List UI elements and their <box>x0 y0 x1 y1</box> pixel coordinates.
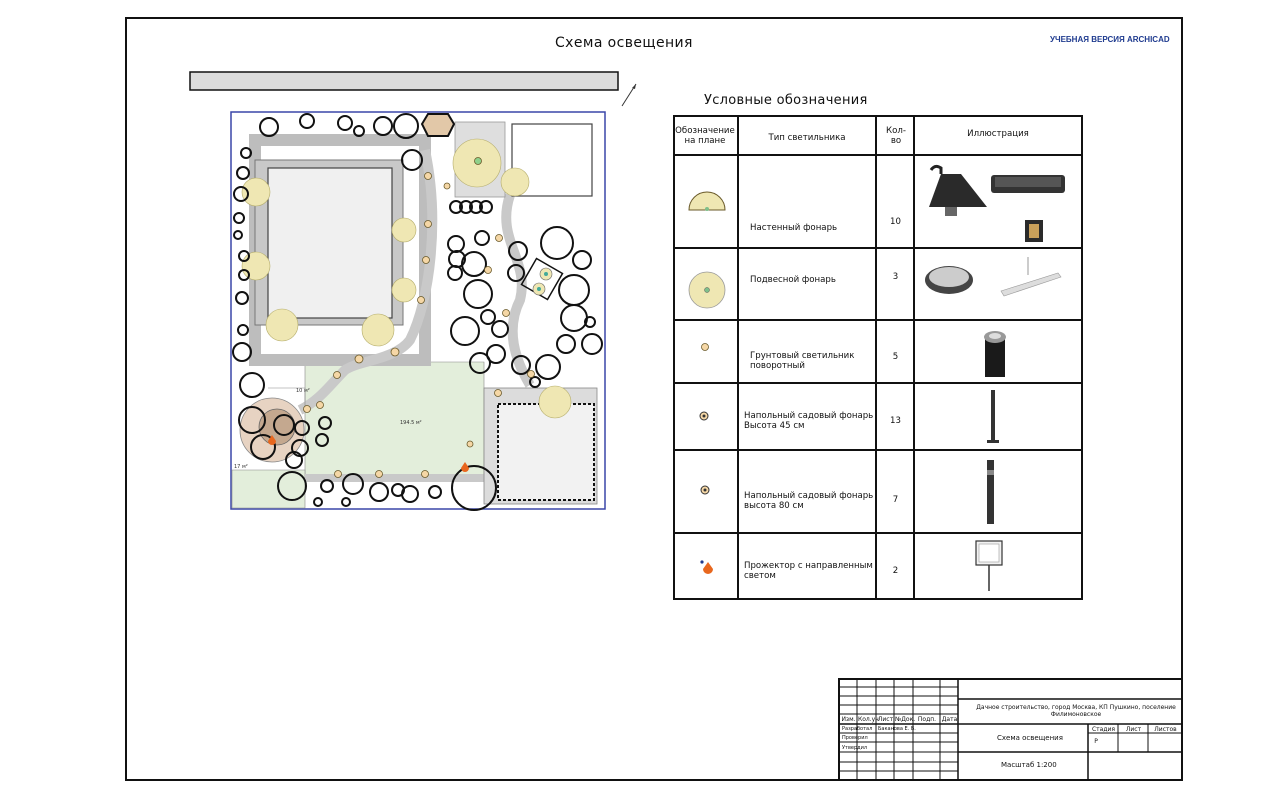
ground-light-illustration <box>984 331 1006 377</box>
legend-count-1: 3 <box>892 272 899 282</box>
bathhouse <box>497 403 595 501</box>
tb-col-3: №Док. <box>895 716 916 723</box>
area-small-label: 10 м² <box>296 388 310 394</box>
tb-col-4: Подп. <box>917 716 937 723</box>
ground-light-icon <box>701 343 709 351</box>
watermark: УЧЕБНАЯ ВЕРСИЯ ARCHICAD <box>1050 35 1170 44</box>
entrance-gate <box>420 113 456 137</box>
tb-col-1: Кол.уч <box>858 716 879 723</box>
legend-header-count: Кол-во <box>886 126 906 146</box>
flower-bed <box>520 257 564 301</box>
path-east <box>501 193 535 388</box>
legend-title: Условные обозначения <box>704 93 868 108</box>
legend-header-type: Тип светильника <box>768 133 846 143</box>
area-corner-label: 17 м² <box>234 464 248 470</box>
bollard-45-illustration <box>987 390 999 443</box>
legend-type-5: Прожектор с направленным светом <box>744 561 873 581</box>
legend-header-illustration: Иллюстрация <box>967 129 1029 139</box>
legend-type-2: Грунтовый светильник поворотный <box>750 351 855 371</box>
pendant-lamp-glows <box>241 138 572 419</box>
title-block: Изм. Кол.уч Лист №Док. Подп. Дата Разраб… <box>838 678 1183 781</box>
legend-count-5: 2 <box>892 566 899 576</box>
bollard-80-illustration <box>987 460 994 524</box>
wall-lamp-icon <box>688 191 726 211</box>
legend-count-2: 5 <box>892 352 899 362</box>
sheet-title: Схема освещения <box>555 35 693 51</box>
tb-col-0: Изм. <box>841 716 856 723</box>
legend-type-1: Подвесной фонарь <box>750 275 836 285</box>
tb-role-1: Проверил <box>842 735 868 741</box>
area-main-label: 194.5 м² <box>400 420 422 426</box>
plan-lamps <box>303 157 535 478</box>
path-west <box>297 148 438 415</box>
tb-scale: Масштаб 1:200 <box>1001 761 1057 769</box>
pendant-lamp-illustration <box>925 257 1062 297</box>
tb-col-2: Лист <box>877 716 894 723</box>
legend-type-4: Напольный садовый фонарь высота 80 см <box>744 491 874 511</box>
trees <box>232 113 603 511</box>
tb-role-2: Утвердил <box>842 745 868 751</box>
tb-project: Дачное строительство, город Москва, КП П… <box>976 704 1176 718</box>
tb-sheets-label: Листов <box>1154 726 1177 733</box>
legend-type-3: Напольный садовый фонарь Высота 45 см <box>744 411 874 431</box>
legend-header-symbol: Обозначение на плане <box>675 126 735 146</box>
house <box>267 167 393 319</box>
legend-type-0: Настенный фонарь <box>750 223 838 233</box>
legend-count-3: 13 <box>890 416 901 426</box>
lawn-corner <box>231 469 306 509</box>
tb-author: Баканова Е. В. <box>878 726 916 732</box>
tb-col-5: Дата <box>941 716 958 723</box>
tb-role-0: Разработал <box>842 726 873 732</box>
tb-sheet-label: Лист <box>1125 726 1142 733</box>
tb-drawing: Схема освещения <box>997 734 1063 742</box>
scale-bar <box>189 71 619 91</box>
floodlight-illustration <box>975 540 1003 591</box>
tb-stage-value: Р <box>1094 738 1098 745</box>
legend-count-0: 10 <box>890 217 901 227</box>
wall-lamp-illustration <box>929 164 1065 242</box>
legend-count-4: 7 <box>892 495 899 505</box>
drawing-sheet <box>125 17 1183 781</box>
floodlight-icon <box>703 562 713 574</box>
legend-table: Обозначение на плане Тип светильника Кол… <box>673 115 1083 600</box>
tb-stage-label: Стадия <box>1091 726 1116 733</box>
floodlights <box>268 435 469 472</box>
